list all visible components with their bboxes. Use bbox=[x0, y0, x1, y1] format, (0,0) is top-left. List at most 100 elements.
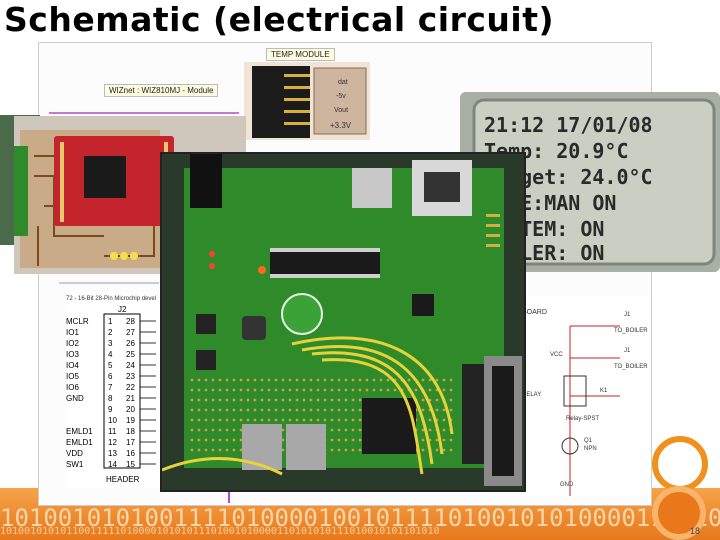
header-footer-label: HEADER bbox=[106, 475, 140, 484]
proto-hole bbox=[211, 448, 215, 452]
proto-hole bbox=[337, 448, 341, 452]
temp-module-photo: dat -5v Vout +3.3V bbox=[244, 62, 370, 140]
proto-hole bbox=[274, 398, 278, 402]
proto-hole bbox=[442, 438, 446, 442]
proto-hole bbox=[232, 398, 236, 402]
proto-hole bbox=[232, 408, 236, 412]
header-pin-left: 13 bbox=[108, 449, 117, 458]
proto-hole bbox=[428, 428, 432, 432]
proto-hole bbox=[288, 398, 292, 402]
proto-hole bbox=[435, 398, 439, 402]
proto-hole bbox=[218, 438, 222, 442]
proto-hole bbox=[211, 408, 215, 412]
proto-hole bbox=[204, 418, 208, 422]
decorative-circle-filled bbox=[652, 486, 706, 540]
proto-hole bbox=[211, 388, 215, 392]
proto-hole bbox=[197, 428, 201, 432]
proto-hole bbox=[288, 408, 292, 412]
proto-hole bbox=[190, 448, 194, 452]
proto-hole bbox=[267, 418, 271, 422]
header-pin-right: 23 bbox=[126, 372, 135, 381]
proto-hole bbox=[421, 398, 425, 402]
svg-text:dat: dat bbox=[338, 79, 348, 86]
proto-hole bbox=[358, 448, 362, 452]
proto-hole bbox=[337, 378, 341, 382]
header-signal-label: EMLD1 bbox=[66, 438, 93, 447]
proto-hole bbox=[330, 408, 334, 412]
proto-hole bbox=[316, 418, 320, 422]
header-signal-label: IO4 bbox=[66, 361, 79, 370]
proto-hole bbox=[435, 448, 439, 452]
proto-hole bbox=[379, 378, 383, 382]
proto-hole bbox=[225, 388, 229, 392]
header-pin-left: 10 bbox=[108, 416, 117, 425]
proto-hole bbox=[232, 378, 236, 382]
proto-hole bbox=[323, 388, 327, 392]
proto-hole bbox=[197, 438, 201, 442]
header-pin-left: 4 bbox=[108, 350, 113, 359]
page-number: 18 bbox=[690, 526, 701, 536]
proto-hole bbox=[281, 378, 285, 382]
header-pin-left: 14 bbox=[108, 460, 117, 469]
header-pin-left: 6 bbox=[108, 372, 113, 381]
proto-hole bbox=[372, 378, 376, 382]
header-pin-right: 15 bbox=[126, 460, 135, 469]
proto-hole bbox=[197, 448, 201, 452]
header-pin-left: 3 bbox=[108, 339, 113, 348]
proto-hole bbox=[316, 398, 320, 402]
proto-hole bbox=[225, 408, 229, 412]
proto-hole bbox=[295, 418, 299, 422]
proto-hole bbox=[267, 378, 271, 382]
proto-hole bbox=[351, 428, 355, 432]
proto-hole bbox=[421, 428, 425, 432]
proto-hole bbox=[211, 428, 215, 432]
proto-hole bbox=[323, 378, 327, 382]
proto-hole bbox=[239, 388, 243, 392]
proto-hole bbox=[274, 408, 278, 412]
proto-hole bbox=[246, 398, 250, 402]
header-signal-label: GND bbox=[66, 394, 84, 403]
proto-hole bbox=[407, 378, 411, 382]
header-pin-left: 2 bbox=[108, 328, 113, 337]
proto-hole bbox=[225, 438, 229, 442]
proto-hole bbox=[225, 418, 229, 422]
proto-hole bbox=[211, 378, 215, 382]
proto-hole bbox=[204, 448, 208, 452]
proto-hole bbox=[218, 388, 222, 392]
proto-hole bbox=[316, 378, 320, 382]
proto-hole bbox=[204, 408, 208, 412]
board-label-npn: NPN bbox=[584, 446, 597, 452]
proto-hole bbox=[218, 448, 222, 452]
proto-hole bbox=[428, 418, 432, 422]
proto-hole bbox=[197, 398, 201, 402]
proto-hole bbox=[281, 418, 285, 422]
proto-hole bbox=[239, 398, 243, 402]
proto-hole bbox=[379, 388, 383, 392]
proto-hole bbox=[323, 418, 327, 422]
main-pcb-photo bbox=[160, 152, 526, 492]
proto-hole bbox=[344, 378, 348, 382]
proto-hole bbox=[281, 398, 285, 402]
proto-hole bbox=[246, 418, 250, 422]
proto-hole bbox=[225, 398, 229, 402]
proto-hole bbox=[337, 438, 341, 442]
proto-hole bbox=[260, 418, 264, 422]
proto-hole bbox=[211, 438, 215, 442]
header-signal-label: VDD bbox=[66, 449, 83, 458]
proto-hole bbox=[197, 388, 201, 392]
proto-hole bbox=[344, 418, 348, 422]
header-signal-label: IO3 bbox=[66, 350, 79, 359]
proto-hole bbox=[421, 378, 425, 382]
header-pin-left: 12 bbox=[108, 438, 117, 447]
header-pin-right: 16 bbox=[126, 449, 135, 458]
proto-hole bbox=[358, 398, 362, 402]
proto-hole bbox=[358, 388, 362, 392]
proto-hole bbox=[330, 418, 334, 422]
binary-decoration-small: 1010010101011001111101000010101011101001… bbox=[0, 526, 440, 537]
decorative-circle-outline bbox=[652, 436, 708, 492]
header-signal-label: MCLR bbox=[66, 317, 89, 326]
proto-hole bbox=[288, 418, 292, 422]
board-label-vcc: VCC bbox=[550, 352, 563, 358]
header-pin-right: 22 bbox=[126, 383, 135, 392]
header-pin-right: 19 bbox=[126, 416, 135, 425]
